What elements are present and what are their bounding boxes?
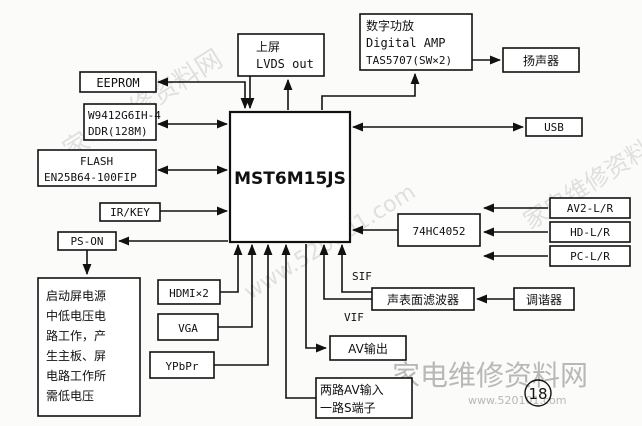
pc-label: PC-L/R bbox=[570, 250, 610, 263]
arrow-hdmi-chip bbox=[220, 243, 243, 293]
power-note-line-4: 生主板、屏 bbox=[46, 349, 106, 363]
ddr-label-1: W9412G6IH-4 bbox=[88, 109, 161, 122]
power-note-box bbox=[37, 277, 141, 417]
watermark-bottom-url: www.520101.com bbox=[468, 394, 566, 407]
pc-box bbox=[549, 245, 631, 267]
flash-label-1: FLASH bbox=[80, 155, 113, 168]
avin-label-1: 两路AV输入 bbox=[320, 382, 384, 397]
vga-label: VGA bbox=[178, 322, 198, 335]
watermark-bottom: 家电维修资料网 bbox=[392, 359, 588, 392]
eeprom-box bbox=[79, 71, 157, 93]
figure-number: 18 bbox=[528, 385, 547, 403]
hd-box bbox=[549, 221, 631, 243]
arrow-saw-vif bbox=[319, 243, 372, 300]
mux-label: 74HC4052 bbox=[413, 225, 466, 238]
amp-label-2: Digital AMP bbox=[366, 36, 445, 50]
arrow-avin-chip bbox=[281, 243, 316, 399]
speaker-label: 扬声器 bbox=[523, 53, 559, 68]
avout-box bbox=[329, 335, 407, 361]
arrow-saw-sif bbox=[337, 243, 372, 293]
sif-label: SIF bbox=[352, 270, 372, 283]
pson-label: PS-ON bbox=[70, 235, 103, 248]
tuner-label: 调谐器 bbox=[526, 293, 562, 307]
lvds-label-1: 上屏 bbox=[256, 40, 280, 54]
arrow-chip-avout bbox=[305, 244, 328, 353]
usb-box bbox=[525, 117, 583, 137]
figure-number-circle bbox=[524, 379, 552, 407]
power-note-line-1: 启动屏电源 bbox=[46, 289, 106, 303]
saw-label: 声表面滤波器 bbox=[387, 293, 459, 307]
arrow-chip-amp bbox=[321, 72, 420, 110]
amp-box bbox=[359, 13, 473, 71]
eeprom-label: EEPROM bbox=[96, 76, 139, 90]
irkey-label: IR/KEY bbox=[110, 206, 150, 219]
main-chip-box bbox=[228, 110, 352, 244]
vga-box bbox=[157, 313, 219, 341]
arrow-vga-chip bbox=[218, 243, 257, 328]
hd-label: HD-L/R bbox=[570, 226, 610, 239]
avin-label-2: 一路S端子 bbox=[320, 400, 376, 415]
amp-label-1: 数字功放 bbox=[366, 18, 414, 33]
av2-label: AV2-L/R bbox=[567, 202, 614, 215]
vif-label: VIF bbox=[344, 311, 364, 324]
ypbpr-label: YPbPr bbox=[165, 360, 198, 373]
mux-box bbox=[397, 213, 481, 247]
hdmi-label: HDMI×2 bbox=[169, 287, 209, 300]
ypbpr-box bbox=[149, 351, 215, 379]
arrow-eeprom-chip bbox=[156, 77, 250, 110]
main-chip-label: MST6M15JS bbox=[234, 169, 346, 189]
ddr-box bbox=[83, 103, 157, 141]
arrow-ypbpr-chip bbox=[214, 243, 273, 366]
power-note-line-2: 中低电压电 bbox=[46, 308, 106, 323]
av2-box bbox=[549, 197, 631, 219]
lvds-label-2: LVDS out bbox=[256, 57, 314, 71]
avout-label: AV输出 bbox=[348, 341, 388, 356]
irkey-box bbox=[99, 202, 161, 222]
flash-label-2: EN25B64-100FIP bbox=[44, 171, 137, 184]
usb-label: USB bbox=[544, 121, 564, 134]
ddr-label-2: DDR(128M) bbox=[88, 125, 148, 138]
power-note-line-6: 需低电压 bbox=[46, 389, 94, 403]
speaker-box bbox=[502, 47, 580, 73]
lvds-box bbox=[237, 33, 325, 77]
power-note-line-5: 电路工作所 bbox=[46, 368, 106, 383]
power-note-line-3: 路工作，产 bbox=[46, 328, 106, 343]
flash-box bbox=[37, 149, 157, 187]
amp-label-3: TAS5707(SW×2) bbox=[366, 54, 452, 67]
hdmi-box bbox=[157, 279, 221, 305]
